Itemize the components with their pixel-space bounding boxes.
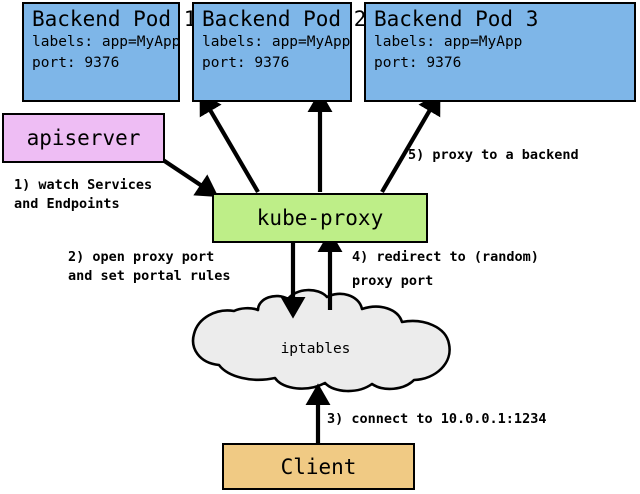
backend-pod-1-port: port: 9376 xyxy=(32,55,120,71)
apiserver-box[interactable]: apiserver xyxy=(2,113,165,163)
step-1-line-2: and Endpoints xyxy=(14,196,120,212)
backend-pod-3-title: Backend Pod 3 xyxy=(374,7,539,31)
backend-pod-2-labels: labels: app=MyApp xyxy=(202,34,351,50)
step-3-line-1: 3) connect to 10.0.0.1:1234 xyxy=(327,411,547,427)
step-5-line-1: 5) proxy to a backend xyxy=(408,147,579,163)
backend-pod-3-box[interactable]: Backend Pod 3 labels: app=MyApp port: 93… xyxy=(364,2,636,102)
backend-pod-2-box[interactable]: Backend Pod 2 labels: app=MyApp port: 93… xyxy=(192,2,367,102)
arrow-kubeproxy-to-pod3 xyxy=(380,92,441,194)
kube-proxy-box[interactable]: kube-proxy xyxy=(212,193,428,243)
backend-pod-1-title: Backend Pod 1 xyxy=(32,7,197,31)
backend-pod-1-box[interactable]: Backend Pod 1 labels: app=MyApp port: 93… xyxy=(22,2,197,102)
backend-pod-2-port: port: 9376 xyxy=(202,55,290,71)
apiserver-label: apiserver xyxy=(26,126,141,150)
backend-pod-1-labels: labels: app=MyApp xyxy=(32,34,181,50)
step-2-line-1: 2) open proxy port xyxy=(68,249,215,265)
step-4-line-1: 4) redirect to (random) xyxy=(352,249,539,265)
backend-pod-3-labels: labels: app=MyApp xyxy=(374,34,523,50)
step-2-line-2: and set portal rules xyxy=(68,268,231,284)
backend-pod-3-port: port: 9376 xyxy=(374,55,462,71)
step-4-line-2: proxy port xyxy=(352,273,434,289)
arrow-kubeproxy-to-pod1 xyxy=(199,92,260,194)
client-label: Client xyxy=(280,454,357,479)
client-box[interactable]: Client xyxy=(222,443,415,490)
backend-pod-2-title: Backend Pod 2 xyxy=(202,7,367,31)
step-1-line-1: 1) watch Services xyxy=(14,177,153,193)
iptables-label: iptables xyxy=(280,341,351,357)
kube-proxy-label: kube-proxy xyxy=(256,206,384,230)
arrow-apiserver-to-kubeproxy xyxy=(161,158,219,197)
